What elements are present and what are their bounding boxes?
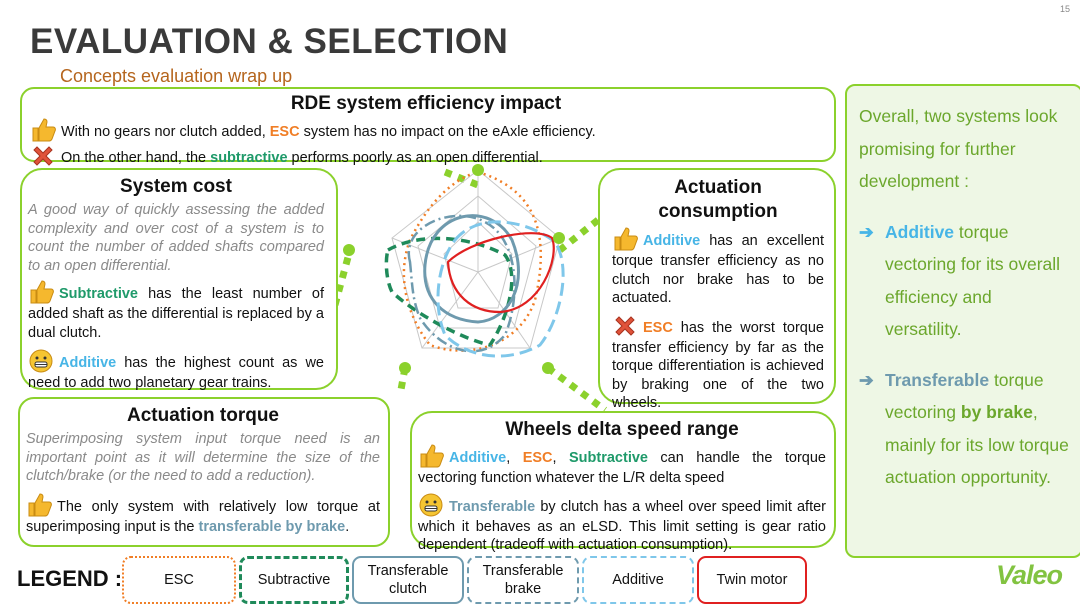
series-transferable-clutch <box>423 214 520 324</box>
conclusion-item-transferable: ➔Transferable torque vectoring by brake,… <box>859 364 1071 494</box>
connector-dot <box>343 244 355 256</box>
legend-label: LEGEND : <box>17 566 123 591</box>
rde-line-1: With no gears nor clutch added, ESC syst… <box>30 117 822 143</box>
series-additive <box>436 220 565 358</box>
connector-dot <box>542 362 554 374</box>
legend-item-additive: Additive <box>582 556 694 604</box>
cross-icon <box>612 313 638 339</box>
legend-item-transferable-clutch: Transferable clutch <box>352 556 464 604</box>
legend-item-twin-motor: Twin motor <box>697 556 807 604</box>
system-cost-heading: System cost <box>120 176 232 197</box>
wheels-delta-box: Wheels delta speed range Additive, ESC, … <box>410 411 836 553</box>
thumbs-up-icon <box>26 492 52 518</box>
rde-line-2: On the other hand, the subtractive perfo… <box>30 143 822 169</box>
actuation-torque-intro: Superimposing system input torque need i… <box>26 431 380 484</box>
wheels-delta-p1: Additive, ESC, Subtractive can handle th… <box>418 443 826 488</box>
grimace-face-icon <box>418 492 444 518</box>
system-cost-box: System cost A good way of quickly assess… <box>20 168 338 393</box>
actuation-torque-heading: Actuation torque <box>127 405 279 426</box>
series-twin-motor <box>446 232 555 314</box>
actuation-torque-box: Actuation torque Superimposing system in… <box>18 397 390 547</box>
rde-box: RDE system efficiency impact With no gea… <box>20 87 836 166</box>
grimace-face-icon <box>28 348 54 374</box>
actuation-consumption-heading: Actuation consumption <box>658 177 778 222</box>
valeo-logo: Valeo <box>996 560 1063 590</box>
arrow-right-icon: ➔ <box>859 369 874 390</box>
conclusion-intro: Overall, two systems look promising for … <box>859 106 1058 191</box>
actuation-consumption-box: Actuation consumption Additive has an ex… <box>598 168 836 411</box>
page-title: EVALUATION & SELECTION <box>30 22 509 61</box>
actuation-consumption-p1: Additive has an excellent torque transfe… <box>612 226 824 308</box>
conclusion-panel: Overall, two systems look promising for … <box>845 84 1080 558</box>
thumbs-up-icon <box>30 117 56 143</box>
thumbs-up-icon <box>418 443 444 469</box>
rde-heading: RDE system efficiency impact <box>290 93 562 114</box>
system-cost-intro: A good way of quickly assessing the adde… <box>28 202 324 274</box>
wheels-delta-p2: Transferable by clutch has a wheel over … <box>418 492 826 555</box>
connector-dot <box>399 362 411 374</box>
thumbs-up-icon <box>612 226 638 252</box>
legend-item-subtractive: Subtractive <box>239 556 349 604</box>
page-subtitle: Concepts evaluation wrap up <box>60 66 293 86</box>
series-subtractive <box>384 236 514 347</box>
connector-dot <box>472 164 484 176</box>
connector-dot <box>553 232 565 244</box>
page-number: 15 <box>1059 4 1070 14</box>
arrow-right-icon: ➔ <box>859 221 874 242</box>
wheels-delta-heading: Wheels delta speed range <box>505 419 739 440</box>
thumbs-up-icon <box>28 279 54 305</box>
system-cost-p1: Subtractive has the least number of adde… <box>28 279 324 342</box>
actuation-torque-p1: The only system with relatively low torq… <box>26 492 380 537</box>
actuation-consumption-p2: ESC has the worst torque transfer effici… <box>612 313 824 413</box>
system-cost-p2: Additive has the highest count as we nee… <box>28 348 324 393</box>
conclusion-item-additive: ➔Additive torque vectoring for its overa… <box>859 216 1071 346</box>
series-transferable-brake <box>407 214 516 353</box>
legend-item-transferable-brake: Transferable brake <box>467 556 579 604</box>
connector-lines <box>331 168 608 413</box>
legend-item-esc: ESC <box>122 556 236 604</box>
cross-icon <box>30 143 56 169</box>
series-esc <box>402 170 543 352</box>
